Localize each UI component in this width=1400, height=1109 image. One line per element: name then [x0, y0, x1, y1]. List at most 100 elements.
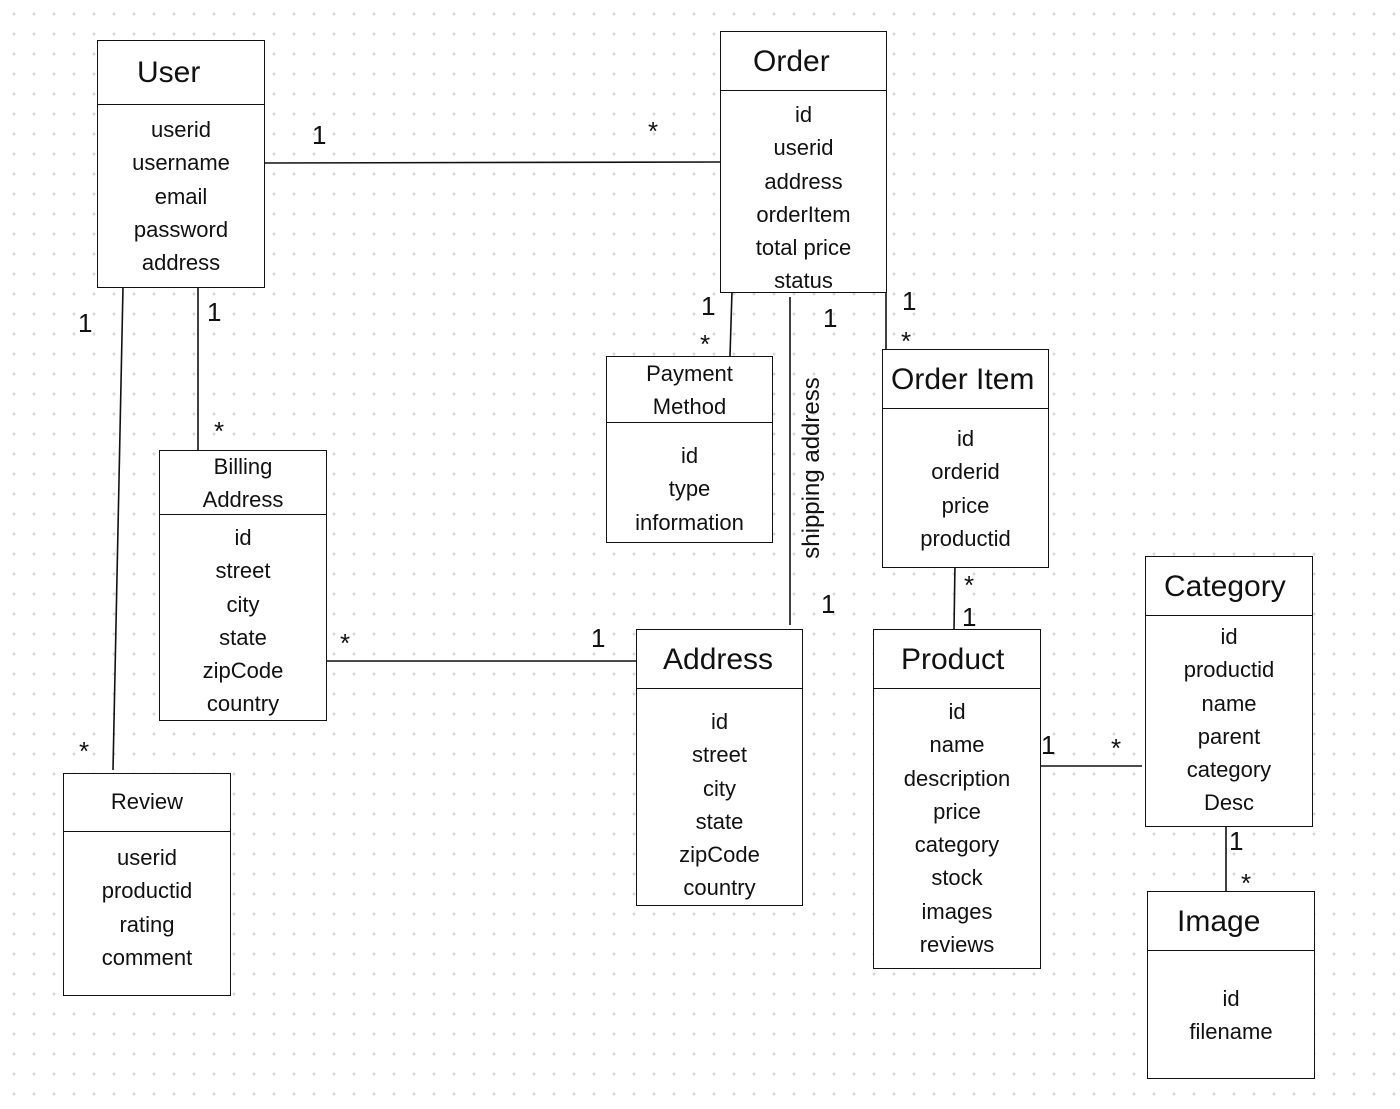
- attribute: id: [948, 699, 966, 724]
- attribute: orderid: [931, 459, 1000, 485]
- attribute: reviews: [919, 932, 995, 958]
- entity-category[interactable]: Category id productid name parent catego…: [1145, 556, 1313, 827]
- attribute: images: [921, 898, 993, 924]
- attribute: password: [133, 216, 229, 242]
- attribute: comment: [101, 944, 193, 970]
- attribute: id: [794, 102, 813, 127]
- entity-image[interactable]: Image id filename: [1147, 891, 1315, 1079]
- entity-billing-address[interactable]: Billing Address id street city state zip…: [159, 450, 327, 721]
- attribute: state: [695, 808, 744, 834]
- attribute: email: [154, 183, 208, 209]
- multiplicity-order-payment-from: 1: [701, 291, 716, 321]
- attribute: price: [933, 798, 981, 824]
- line-user-review: [112, 286, 124, 771]
- attribute: productid: [101, 878, 193, 904]
- entity-title: Order: [753, 44, 830, 78]
- attribute: parent: [1197, 723, 1261, 749]
- shipping-address-label: shipping address: [798, 377, 825, 559]
- entity-title-line: Address: [202, 486, 284, 512]
- entity-user[interactable]: User userid username email password addr…: [97, 40, 265, 288]
- entity-attributes: id filename: [1148, 982, 1314, 1049]
- attribute: productid: [920, 525, 1011, 551]
- multiplicity-user-review-to: *: [79, 736, 90, 766]
- attribute: city: [226, 591, 260, 617]
- entity-attributes: userid username email password address: [98, 113, 264, 279]
- entity-title: Review: [110, 789, 184, 815]
- multiplicity-order-address-to: 1: [821, 589, 836, 619]
- entity-order[interactable]: Order id userid address orderItem total …: [720, 31, 887, 293]
- multiplicity-user-order-to: *: [648, 116, 659, 146]
- attribute: country: [206, 691, 280, 717]
- entity-address[interactable]: Address id street city state zipCode cou…: [636, 629, 803, 906]
- attribute: street: [691, 742, 748, 768]
- line-user-order: [264, 161, 721, 164]
- entity-user-header: User: [98, 41, 264, 105]
- attribute: name: [929, 732, 985, 758]
- entity-address-header: Address: [637, 630, 802, 689]
- entity-attributes: id name description price category stock…: [874, 695, 1040, 961]
- entity-order-header: Order: [721, 32, 886, 91]
- multiplicity-orderitem-product-to: 1: [962, 602, 977, 632]
- multiplicity-category-image-to: *: [1241, 868, 1252, 898]
- entity-title: User: [137, 56, 201, 89]
- entity-order-item-header: Order Item: [883, 350, 1048, 409]
- entity-title: Image: [1177, 904, 1261, 938]
- entity-attributes: userid productid rating comment: [64, 841, 230, 974]
- attribute: status: [774, 268, 833, 294]
- attribute: id: [956, 426, 975, 451]
- entity-title-line: Method: [652, 393, 727, 419]
- entity-attributes: id productid name parent category Desc: [1146, 620, 1312, 820]
- attribute: id: [234, 525, 252, 550]
- attribute: street: [215, 558, 271, 584]
- entity-attributes: id orderid price productid: [883, 422, 1048, 555]
- attribute: information: [635, 509, 744, 535]
- attribute: state: [219, 624, 267, 650]
- attribute: userid: [773, 135, 834, 161]
- attribute: category: [1186, 757, 1272, 783]
- attribute: type: [668, 476, 711, 502]
- attribute: id: [680, 443, 699, 468]
- multiplicity-order-orderitem-to: *: [901, 326, 912, 356]
- attribute: username: [132, 150, 230, 176]
- entity-product[interactable]: Product id name description price catego…: [873, 629, 1041, 969]
- attribute: zipCode: [679, 842, 760, 868]
- entity-title-line: Billing: [213, 453, 273, 479]
- entity-title-line: Payment: [646, 360, 733, 386]
- entity-billing-header: Billing Address: [160, 451, 326, 515]
- attribute: price: [941, 492, 990, 518]
- attribute: city: [703, 775, 736, 801]
- line-order-payment: [729, 290, 733, 357]
- multiplicity-user-billing-to: *: [214, 416, 225, 446]
- multiplicity-order-address-from: 1: [823, 303, 838, 333]
- multiplicity-billing-address-from: *: [340, 628, 351, 658]
- entity-image-header: Image: [1148, 892, 1314, 951]
- attribute: rating: [119, 911, 175, 937]
- entity-category-header: Category: [1146, 557, 1312, 616]
- attribute: total price: [755, 235, 852, 261]
- entity-attributes: id street city state zipCode country: [160, 521, 326, 721]
- multiplicity-product-category-to: *: [1111, 733, 1122, 763]
- multiplicity-order-payment-to: *: [700, 329, 711, 359]
- entity-title: Category: [1164, 569, 1286, 603]
- entity-payment-header: Payment Method: [607, 357, 772, 423]
- attribute: userid: [117, 845, 177, 870]
- attribute: orderItem: [756, 201, 851, 227]
- attribute: userid: [151, 117, 211, 142]
- multiplicity-product-category-from: 1: [1041, 730, 1056, 760]
- attribute: country: [683, 875, 756, 901]
- attribute: zipCode: [202, 658, 284, 684]
- attribute: id: [710, 709, 729, 734]
- attribute: description: [903, 765, 1011, 791]
- entity-order-item[interactable]: Order Item id orderid price productid: [882, 349, 1049, 568]
- attribute: category: [914, 832, 1000, 858]
- attribute: id: [1222, 986, 1240, 1011]
- multiplicity-orderitem-product-from: *: [964, 570, 975, 600]
- attribute: id: [1220, 624, 1238, 649]
- entity-payment-method[interactable]: Payment Method id type information: [606, 356, 773, 543]
- entity-title: Address: [663, 642, 774, 676]
- multiplicity-billing-address-to: 1: [591, 623, 606, 653]
- attribute: address: [141, 250, 221, 276]
- multiplicity-user-billing-from: 1: [207, 297, 222, 327]
- entity-review[interactable]: Review userid productid rating comment: [63, 773, 231, 996]
